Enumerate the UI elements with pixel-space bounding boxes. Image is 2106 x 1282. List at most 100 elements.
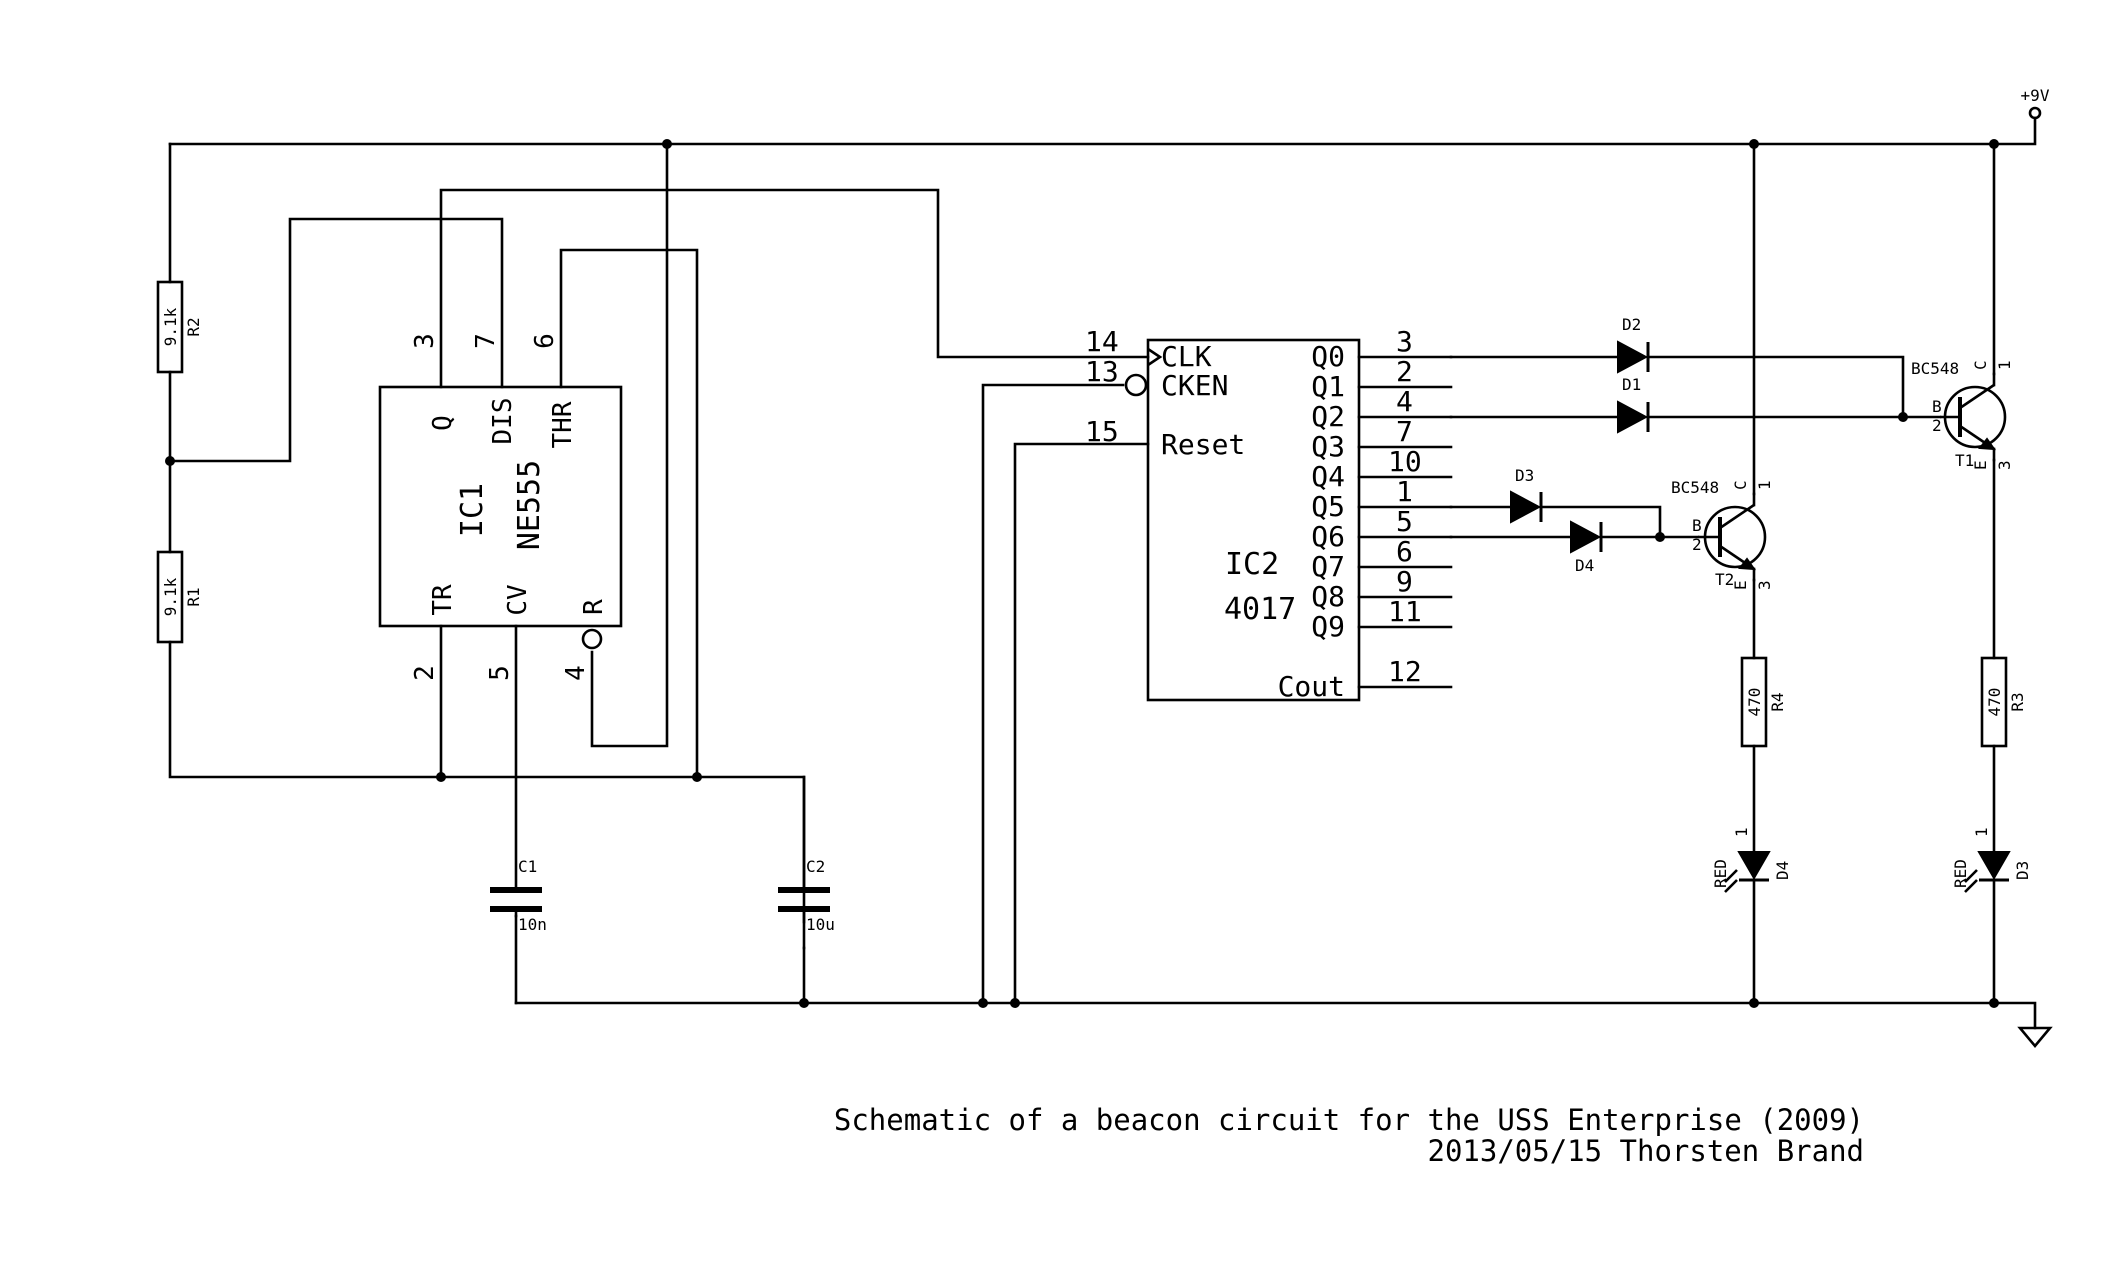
svg-text:+9V: +9V [2021, 86, 2050, 105]
svg-text:Q4: Q4 [1311, 460, 1345, 493]
svg-text:C2: C2 [806, 857, 825, 876]
svg-text:7: 7 [1396, 415, 1413, 448]
svg-text:BC548: BC548 [1911, 359, 1959, 378]
svg-text:C: C [1731, 480, 1750, 490]
svg-text:IC2: IC2 [1225, 547, 1279, 582]
svg-text:C1: C1 [518, 857, 537, 876]
svg-text:2: 2 [1932, 416, 1942, 435]
svg-text:2: 2 [1396, 355, 1413, 388]
svg-text:R: R [579, 599, 609, 615]
svg-text:3: 3 [1995, 460, 2014, 470]
svg-text:CV: CV [503, 584, 533, 615]
svg-text:7: 7 [471, 333, 501, 349]
svg-text:Q9: Q9 [1311, 610, 1345, 643]
svg-text:RED: RED [1951, 859, 1970, 888]
svg-text:2: 2 [410, 665, 440, 681]
svg-text:11: 11 [1388, 595, 1422, 628]
svg-text:R4: R4 [1768, 692, 1787, 711]
ground-symbol [2017, 1026, 2053, 1049]
capacitor-c1: C1 10n [490, 857, 547, 934]
svg-text:1: 1 [1732, 827, 1751, 837]
svg-text:Cout: Cout [1278, 670, 1345, 703]
svg-text:Q1: Q1 [1311, 370, 1345, 403]
svg-text:Q0: Q0 [1311, 340, 1345, 373]
svg-text:1: 1 [1972, 827, 1991, 837]
diode-d2: D2 [1617, 315, 1650, 374]
svg-text:D4: D4 [1773, 861, 1792, 880]
svg-text:D4: D4 [1575, 556, 1594, 575]
svg-text:15: 15 [1085, 415, 1119, 448]
resistor-r2: 9.1k R2 [156, 280, 203, 374]
caption: Schematic of a beacon circuit for the US… [834, 1103, 1864, 1168]
svg-text:9.1k: 9.1k [161, 577, 180, 616]
svg-text:Q: Q [428, 415, 458, 431]
svg-text:T2: T2 [1715, 570, 1734, 589]
svg-text:2: 2 [1692, 535, 1702, 554]
resistor-r4: 470 R4 [1740, 656, 1787, 748]
svg-text:1: 1 [1995, 360, 2014, 370]
svg-text:10n: 10n [518, 915, 547, 934]
svg-text:10: 10 [1388, 445, 1422, 478]
ic1-ne555: IC1 NE555 Q DIS THR TR CV R 3 7 6 2 5 4 [378, 333, 623, 681]
svg-text:3: 3 [1755, 580, 1774, 590]
resistor-r1: 9.1k R1 [156, 550, 203, 644]
svg-text:B: B [1692, 516, 1702, 535]
svg-text:DIS: DIS [488, 398, 518, 445]
svg-text:6: 6 [1396, 535, 1413, 568]
svg-text:C: C [1971, 360, 1990, 370]
svg-text:3: 3 [410, 333, 440, 349]
svg-text:E: E [1731, 580, 1750, 590]
svg-text:5: 5 [1396, 505, 1413, 538]
svg-text:E: E [1971, 460, 1990, 470]
svg-text:Q8: Q8 [1311, 580, 1345, 613]
svg-text:1: 1 [1396, 475, 1413, 508]
svg-text:D3: D3 [1515, 466, 1534, 485]
svg-text:CKEN: CKEN [1161, 369, 1228, 402]
svg-text:4017: 4017 [1224, 592, 1296, 627]
svg-text:R3: R3 [2008, 692, 2027, 711]
svg-text:Q2: Q2 [1311, 400, 1345, 433]
svg-text:3: 3 [1396, 325, 1413, 358]
svg-text:13: 13 [1085, 355, 1119, 388]
svg-text:D2: D2 [1622, 315, 1641, 334]
wires [168, 116, 2037, 1030]
svg-text:R1: R1 [184, 587, 203, 606]
svg-text:4: 4 [561, 665, 591, 681]
led-d3: 1 RED D3 [1951, 827, 2032, 893]
diode-d1: D1 [1617, 375, 1650, 434]
resistor-r3: 470 R3 [1980, 656, 2027, 748]
svg-text:RED: RED [1711, 859, 1730, 888]
caption-author: 2013/05/15 Thorsten Brand [1428, 1134, 1865, 1168]
svg-text:R2: R2 [184, 317, 203, 336]
svg-text:12: 12 [1388, 655, 1422, 688]
svg-text:470: 470 [1745, 688, 1764, 717]
transistor-t2: BC548 B 2 T2 C 1 E 3 [1671, 478, 1774, 590]
svg-text:Q7: Q7 [1311, 550, 1345, 583]
svg-text:Reset: Reset [1161, 428, 1245, 461]
svg-text:D1: D1 [1622, 375, 1641, 394]
svg-text:TR: TR [428, 584, 458, 616]
svg-text:NE555: NE555 [512, 460, 547, 550]
svg-text:14: 14 [1085, 325, 1119, 358]
transistor-t1: BC548 B 2 T1 C 1 E 3 [1911, 359, 2014, 470]
svg-text:CLK: CLK [1161, 340, 1212, 373]
svg-text:IC1: IC1 [455, 483, 490, 537]
capacitor-c2: C2 10u [778, 775, 835, 950]
svg-text:BC548: BC548 [1671, 478, 1719, 497]
vcc-terminal: +9V [2021, 86, 2050, 120]
diode-d3: D3 [1510, 466, 1543, 524]
diode-d4: D4 [1570, 520, 1603, 575]
svg-text:B: B [1932, 397, 1942, 416]
svg-text:1: 1 [1755, 480, 1774, 490]
svg-text:5: 5 [485, 665, 515, 681]
led-d4: 1 RED D4 [1711, 827, 1792, 893]
svg-text:10u: 10u [806, 915, 835, 934]
caption-title: Schematic of a beacon circuit for the US… [834, 1103, 1864, 1137]
svg-text:4: 4 [1396, 385, 1413, 418]
svg-text:Q6: Q6 [1311, 520, 1345, 553]
svg-text:9: 9 [1396, 565, 1413, 598]
ic2-4017: IC2 4017 CLK CKEN Reset 14 13 15 Q0 Q1 Q… [1085, 325, 1422, 703]
svg-text:9.1k: 9.1k [161, 307, 180, 346]
svg-text:Q3: Q3 [1311, 430, 1345, 463]
